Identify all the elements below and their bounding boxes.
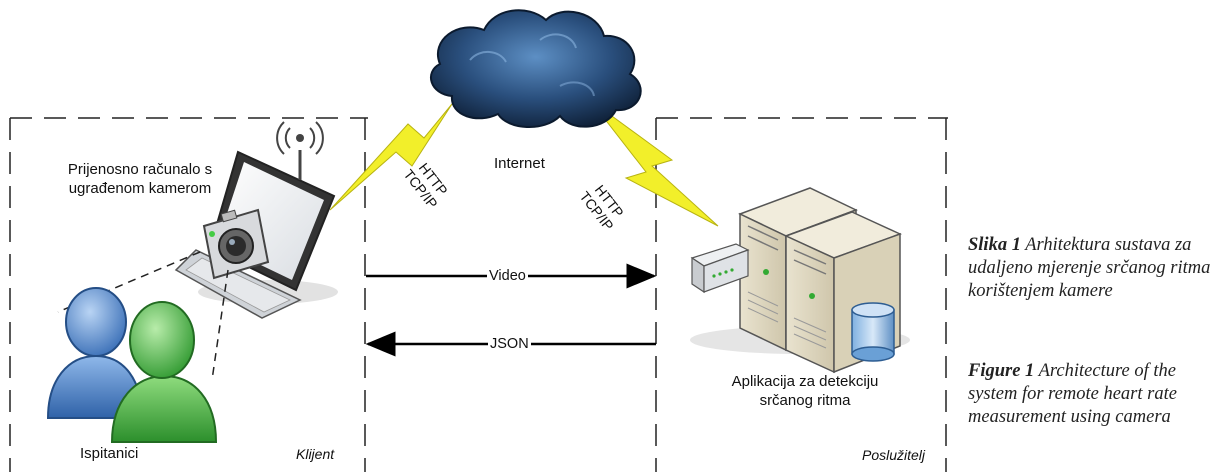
laptop-label: Prijenosno računalo s ugrađenom kamerom [30, 160, 250, 198]
people-label: Ispitanici [80, 445, 139, 462]
client-region [9, 117, 368, 472]
caption-english: Figure 1 Architecture of the system for … [968, 360, 1228, 429]
client-region-label: Klijent [296, 446, 335, 462]
caption-croatian: Slika 1 Arhitektura sustava za udaljeno … [968, 234, 1228, 303]
caption-croatian-title: Slika 1 [968, 235, 1021, 255]
server-region-label: Poslužitelj [862, 447, 926, 463]
server-region [655, 117, 948, 472]
lightning-bolt-right-icon [589, 99, 719, 227]
laptop-label-line2: ugrađenom kamerom [68, 180, 212, 197]
lightning-bolt-left-icon [329, 103, 453, 211]
laptop-label-line1: Prijenosno računalo s [67, 161, 213, 178]
server-icon [690, 187, 910, 374]
caption-english-title: Figure 1 [968, 361, 1035, 381]
database-icon [851, 302, 895, 362]
json-arrow-label: JSON [488, 336, 531, 352]
internet-cloud-icon [429, 9, 642, 129]
laptop-with-camera-icon [174, 121, 338, 319]
caption-english-text: Architecture of the system for remote he… [968, 361, 1177, 427]
users-icon [46, 287, 218, 443]
internet-label: Internet [494, 155, 545, 172]
app-label: Aplikacija za detekciju srčanog ritma [690, 372, 920, 410]
app-label-line2: srčanog ritma [759, 392, 851, 409]
app-label-line1: Aplikacija za detekciju [731, 373, 879, 390]
video-arrow-label: Video [487, 268, 528, 284]
caption-croatian-text: Arhitektura sustava za udaljeno mjerenje… [968, 235, 1211, 301]
